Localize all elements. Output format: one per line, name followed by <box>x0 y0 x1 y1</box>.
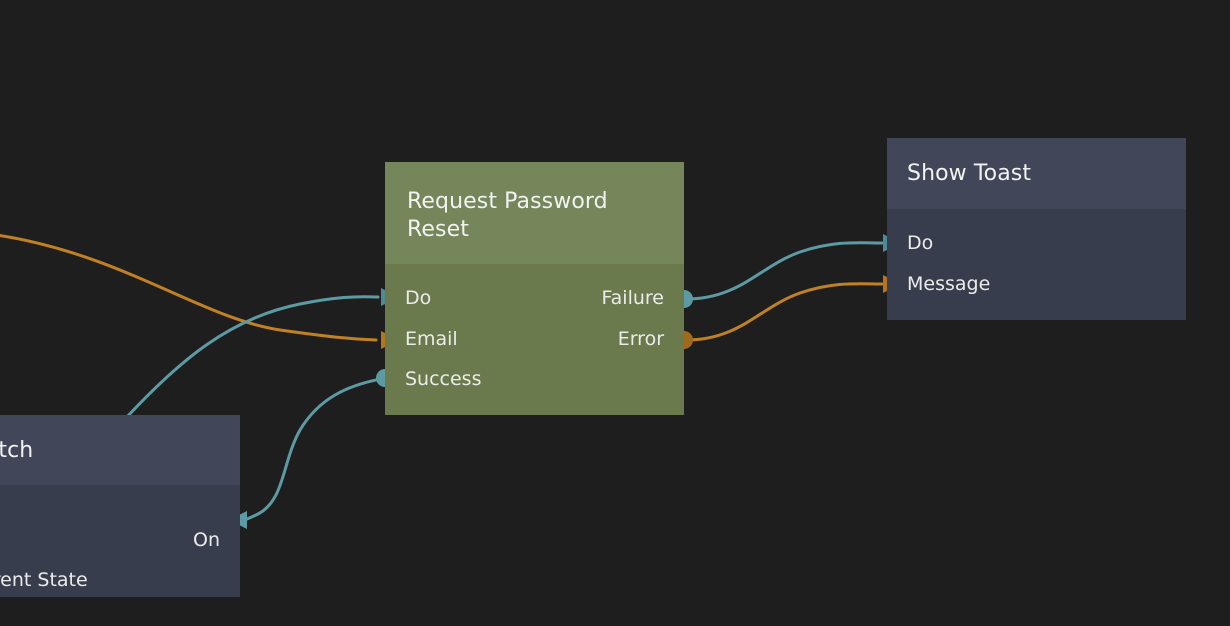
wire-failure-to-do <box>684 241 884 301</box>
node-show-toast[interactable]: Show Toast Do Message <box>887 138 1186 320</box>
port-label-success: Success <box>405 368 482 390</box>
port-label-failure: Failure <box>601 287 664 309</box>
port-row-output-failure[interactable]: Failure <box>601 286 684 310</box>
port-label-current-state: Current State <box>0 569 88 591</box>
port-row-input-success[interactable]: Success <box>385 367 481 391</box>
port-row-input-email[interactable]: Email <box>385 327 458 351</box>
wire-success-to-switch-on <box>242 376 388 522</box>
port-row-input-toast-message[interactable]: Message <box>887 272 990 296</box>
port-row-output-on[interactable]: On <box>193 528 240 552</box>
port-row-input-current-state[interactable]: Current State <box>0 568 88 592</box>
port-label-toast-do: Do <box>907 232 934 254</box>
port-row-input-do[interactable]: Do <box>385 286 431 310</box>
node-body: Do Email Success Failure Error <box>385 264 684 415</box>
node-header[interactable]: Request Password Reset <box>385 162 684 264</box>
port-label-toast-message: Message <box>907 273 991 295</box>
wire-offscreen-to-do <box>124 295 380 420</box>
node-switch[interactable]: Switch On Current State <box>0 415 240 597</box>
node-header[interactable]: Switch <box>0 415 240 485</box>
wire-error-to-message <box>684 282 884 342</box>
node-body: Do Message <box>887 209 1186 320</box>
wire-offscreen-to-email <box>0 234 378 342</box>
port-label-error: Error <box>617 328 664 350</box>
node-title: Show Toast <box>907 161 1032 186</box>
port-row-output-error[interactable]: Error <box>618 327 684 351</box>
port-label-do: Do <box>405 287 432 309</box>
node-title: Request Password Reset <box>407 189 608 242</box>
node-header[interactable]: Show Toast <box>887 138 1186 209</box>
node-title: Switch <box>0 438 34 463</box>
node-body: On Current State <box>0 485 240 597</box>
port-label-email: Email <box>405 328 458 350</box>
port-label-on: On <box>193 529 220 551</box>
node-request-password-reset[interactable]: Request Password Reset Do Email Success … <box>385 162 684 415</box>
port-row-input-toast-do[interactable]: Do <box>887 231 933 255</box>
